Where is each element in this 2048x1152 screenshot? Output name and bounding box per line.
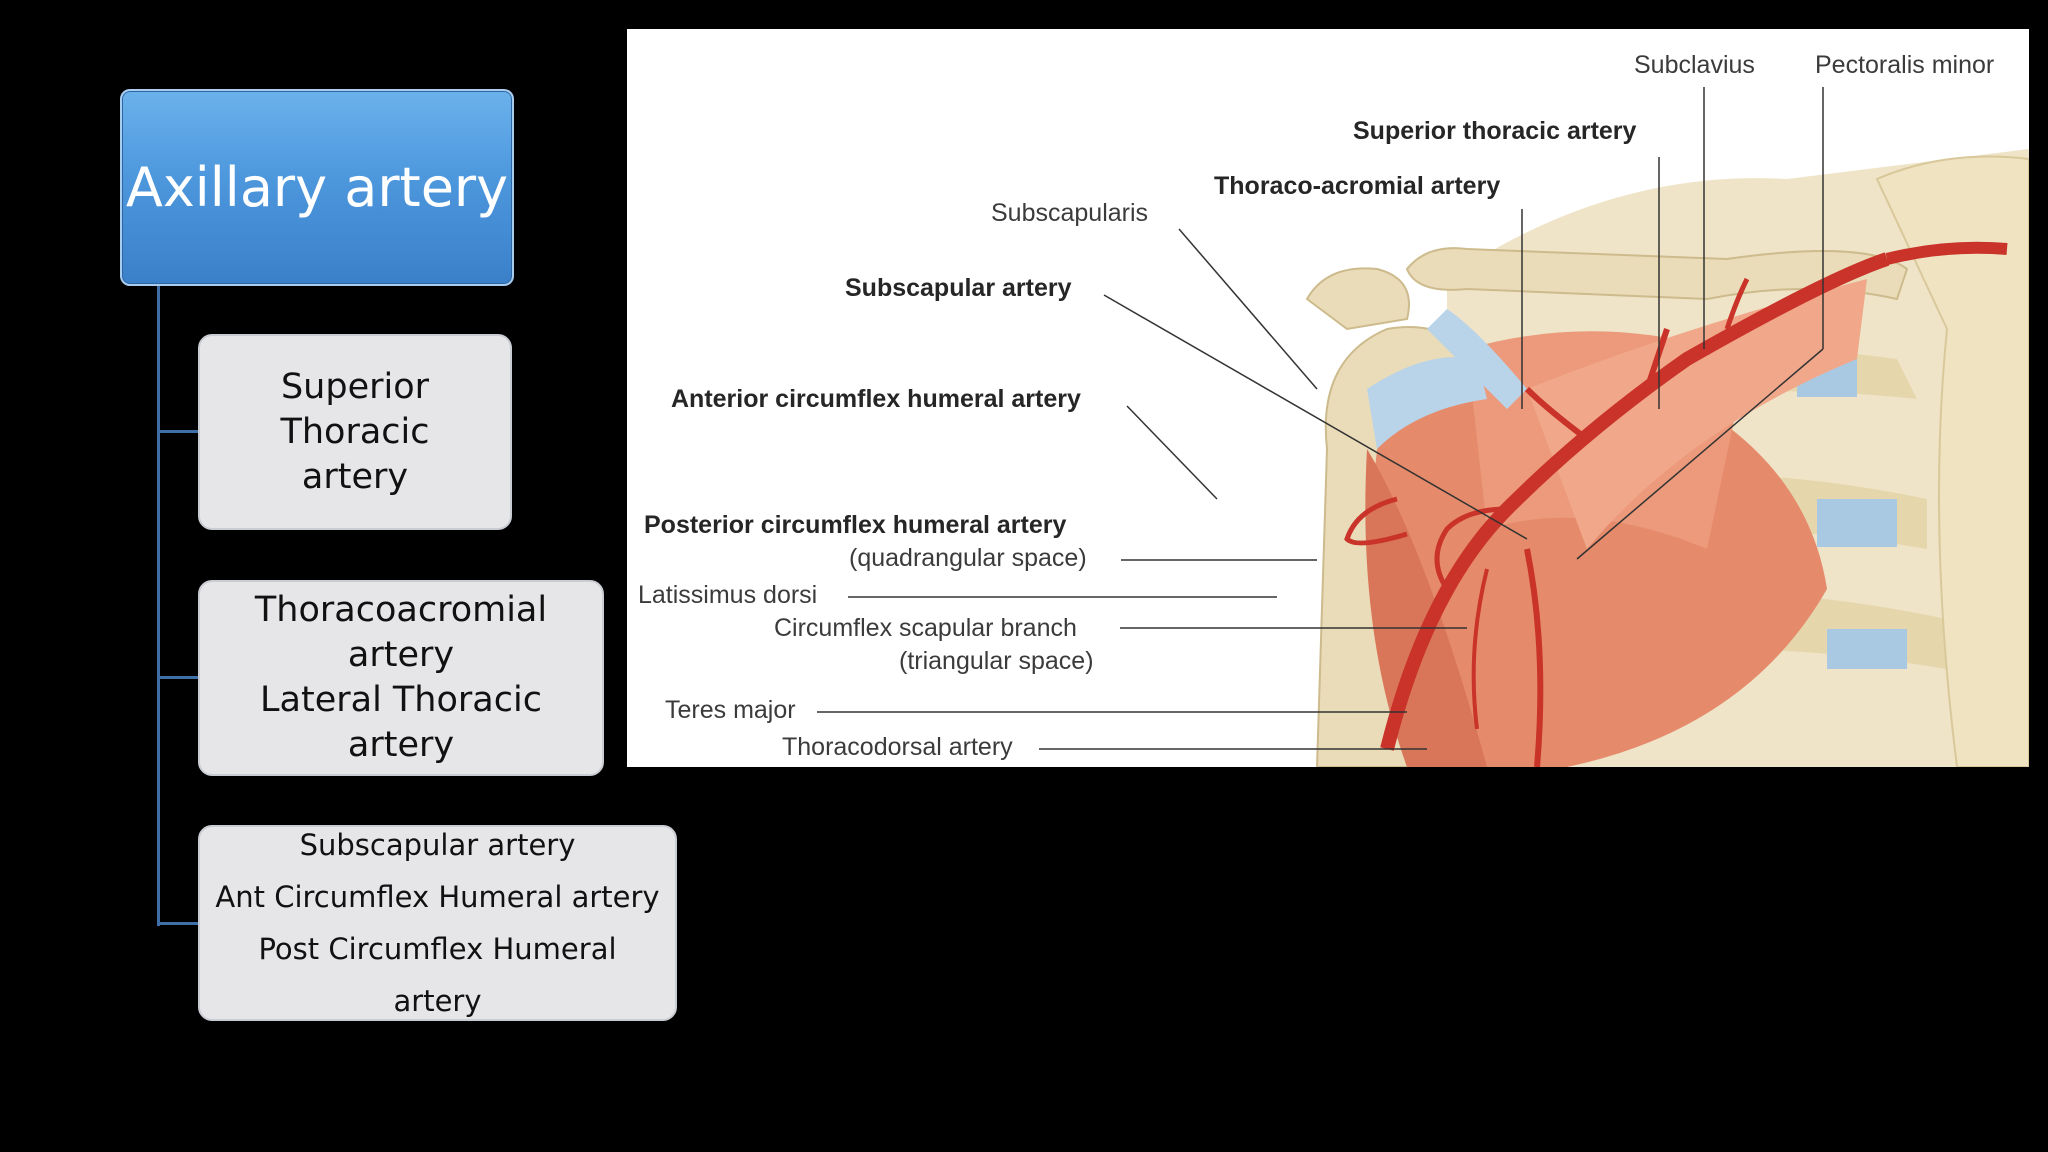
root-node-axillary-artery: Axillary artery	[120, 89, 514, 286]
label-quadrangular-space: (quadrangular space)	[849, 544, 1087, 572]
anatomy-drawing	[817, 87, 2029, 767]
branch-line-3	[157, 922, 199, 925]
axillary-anatomy-illustration: Subclavius Pectoralis minor Superior tho…	[627, 29, 2029, 767]
branch-node-thoracoacromial-lateral-thoracic: Thoracoacromial artery Lateral Thoracic …	[198, 580, 604, 776]
branch-line-2	[157, 676, 199, 679]
branch-label: Ant Circumflex Humeral artery	[215, 880, 660, 914]
label-circumflex-scapular-branch: Circumflex scapular branch	[774, 614, 1077, 642]
branch-node-superior-thoracic: Superior Thoracic artery	[198, 334, 512, 530]
label-posterior-circumflex-humeral-artery: Posterior circumflex humeral artery	[644, 511, 1067, 539]
label-superior-thoracic-artery: Superior thoracic artery	[1353, 117, 1637, 145]
label-teres-major: Teres major	[665, 696, 796, 724]
branch-label: Subscapular artery	[299, 828, 576, 862]
root-node-label: Axillary artery	[125, 156, 509, 219]
label-pectoralis-minor: Pectoralis minor	[1815, 51, 1995, 79]
branch-label: Thoracoacromial artery	[254, 590, 548, 675]
tree-trunk-line	[157, 282, 160, 926]
label-subscapular-artery: Subscapular artery	[845, 274, 1072, 302]
branch-line-1	[157, 430, 199, 433]
label-latissimus-dorsi: Latissimus dorsi	[638, 581, 818, 609]
branch-node-subscapular-circumflex: Subscapular artery Ant Circumflex Humera…	[198, 825, 677, 1021]
label-thoracodorsal-artery: Thoracodorsal artery	[782, 733, 1013, 761]
branch-label: Lateral Thoracic artery	[260, 680, 542, 765]
label-triangular-space: (triangular space)	[899, 647, 1094, 675]
branch-label: Post Circumflex Humeral artery	[258, 932, 617, 1018]
branch-label: Superior Thoracic artery	[280, 366, 430, 497]
label-subscapularis: Subscapularis	[991, 199, 1149, 227]
label-thoraco-acromial-artery: Thoraco-acromial artery	[1214, 172, 1501, 200]
label-subclavius: Subclavius	[1634, 51, 1755, 79]
label-anterior-circumflex-humeral-artery: Anterior circumflex humeral artery	[671, 385, 1081, 413]
